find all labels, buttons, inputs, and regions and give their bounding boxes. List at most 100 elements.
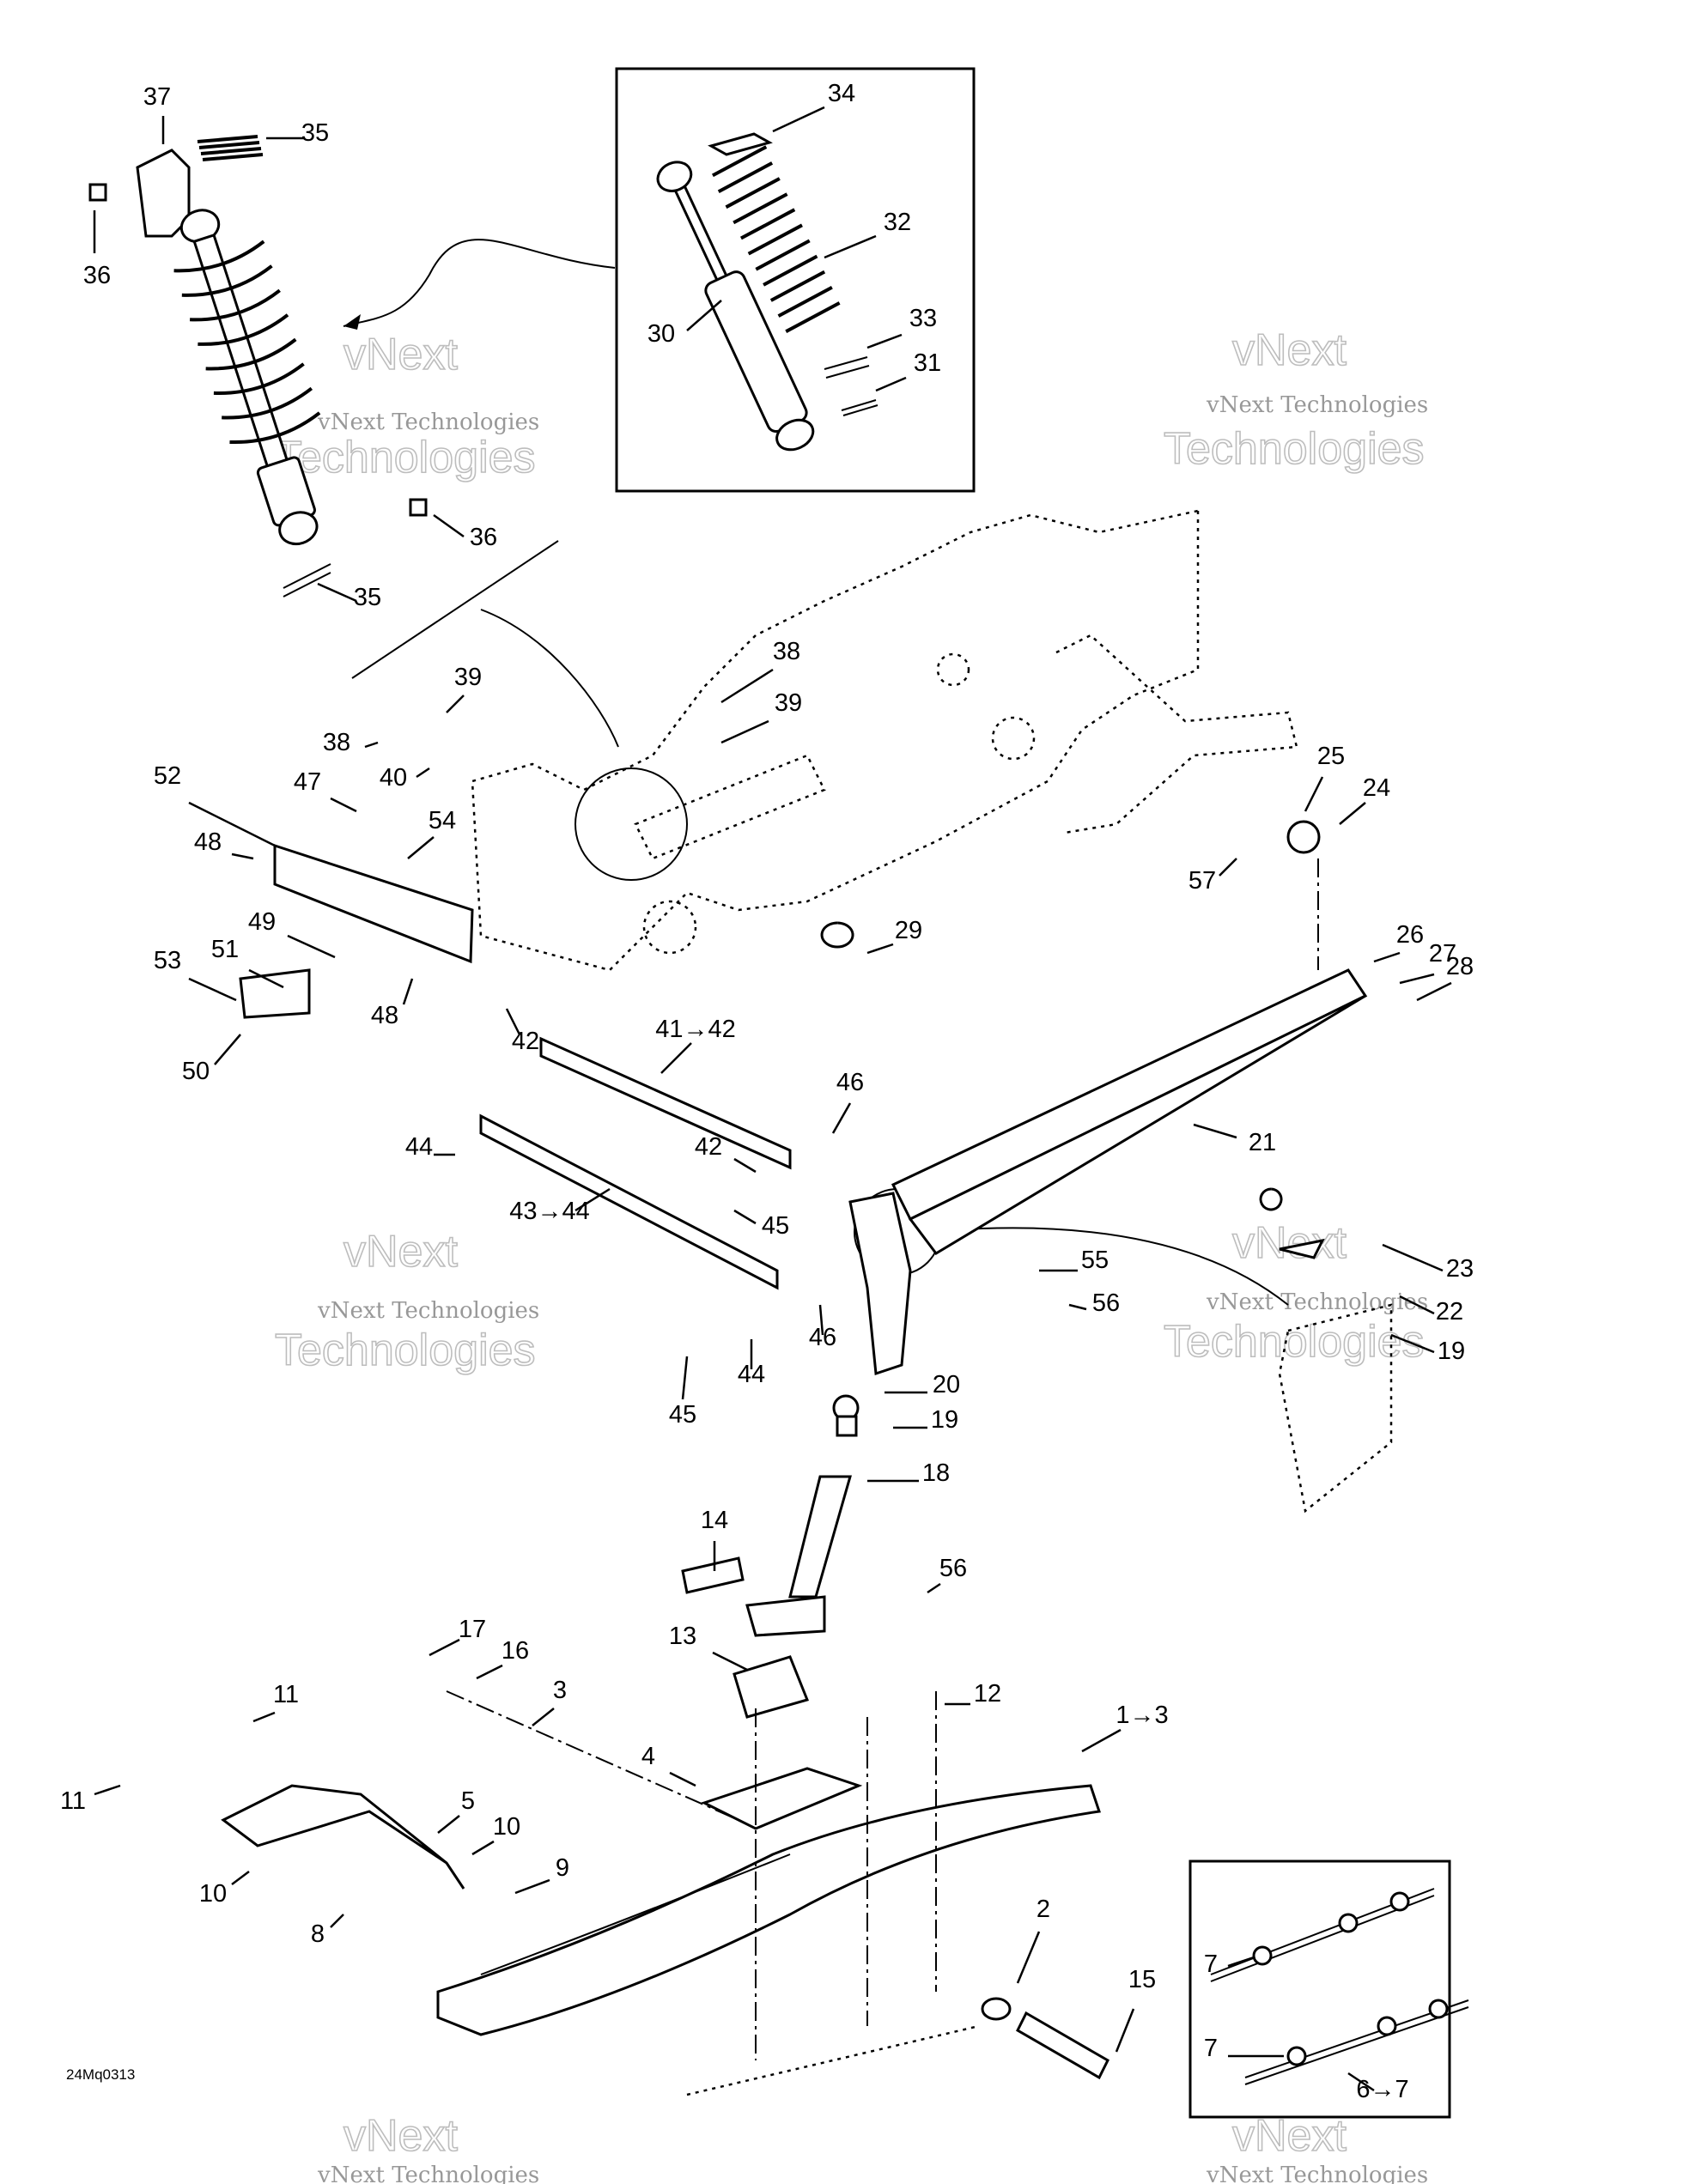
leader-line (402, 978, 414, 1005)
leader-line (1347, 2072, 1375, 2092)
leader-line (824, 234, 877, 259)
watermark-text: vNext Technologies (317, 1298, 539, 1324)
callout-label: 13 (669, 1623, 696, 1650)
leader-line (1304, 776, 1324, 812)
callout-label: 44 (405, 1133, 433, 1161)
leader-line (231, 1871, 250, 1885)
leader-line (1382, 1243, 1444, 1272)
watermark-text: Technologies (275, 433, 536, 482)
chassis-frame (351, 509, 1298, 1306)
callout-label: 44 (738, 1361, 765, 1388)
leader-line (669, 1771, 696, 1787)
leader-line (364, 741, 379, 749)
callout-label: 9 (556, 1854, 569, 1882)
callout-label: 4 (641, 1743, 655, 1770)
callout-label: 38 (323, 729, 350, 756)
watermark: vNext vNext Technologies Technologies (1163, 1217, 1428, 1368)
leader-line (720, 668, 774, 704)
leader-line (94, 1784, 121, 1796)
callout-label: 48 (194, 828, 222, 856)
callout-label: 27 (1429, 940, 1456, 968)
carbide-runner-inset (1188, 1859, 1469, 2119)
leader-line (433, 513, 465, 538)
callout-label: 42 (512, 1028, 539, 1055)
callout-label: 20 (933, 1371, 960, 1398)
leader-line (1219, 858, 1237, 877)
leader-line (712, 1651, 748, 1671)
leader-line (1399, 973, 1435, 985)
watermark-text: vNext (343, 1227, 458, 1277)
leader-line (252, 1711, 276, 1723)
leader-line (330, 797, 357, 813)
leader-line (248, 968, 284, 989)
watermark-text: Technologies (275, 1326, 536, 1375)
leader-line (875, 376, 907, 392)
leader-line (1390, 1333, 1435, 1354)
leader-line (772, 106, 825, 133)
callout-label: 39 (454, 664, 482, 691)
callout-label: 46 (836, 1069, 864, 1096)
callout-label: 34 (828, 80, 855, 107)
callout-label: 14 (701, 1507, 728, 1534)
callout-label: 50 (182, 1058, 210, 1085)
watermark: vNext vNext Technologies Technologies (1163, 325, 1428, 475)
callout-label: 2 (1036, 1896, 1050, 1923)
callout-label: 10 (199, 1880, 227, 1908)
callout-label: 18 (922, 1459, 950, 1487)
callout-label: 10 (493, 1813, 520, 1841)
callout-label: 25 (1317, 743, 1345, 770)
leader-line (214, 1034, 241, 1065)
watermark-text: vNext Technologies (317, 410, 539, 435)
leader-line (1081, 1728, 1122, 1753)
callout-label: 41→42 (655, 1016, 736, 1043)
callout-label: 12 (974, 1680, 1001, 1708)
callout-label: 56 (1092, 1289, 1120, 1317)
leader-line (660, 1042, 692, 1074)
leader-line (416, 767, 430, 779)
watermark-text: vNext (343, 330, 458, 379)
leader-line (476, 1664, 503, 1680)
leader-line (514, 1878, 550, 1895)
callout-label: 37 (143, 83, 171, 111)
leader-line (1399, 1295, 1435, 1315)
leader-line (866, 943, 894, 955)
watermark: vNext vNext Technologies (317, 2110, 539, 2184)
leader-line (1193, 1123, 1237, 1139)
callout-label: 11 (273, 1681, 299, 1708)
leader-line (1416, 981, 1452, 1002)
callout-label: 24 (1363, 774, 1390, 802)
callout-label: 32 (884, 209, 911, 236)
callout-label: 57 (1188, 867, 1216, 895)
leader-line (505, 1008, 521, 1035)
ski-assembly (221, 1556, 1109, 2096)
watermark-text: vNext Technologies (317, 2163, 539, 2184)
callout-label: 33 (909, 305, 937, 332)
leader-line (574, 1187, 611, 1212)
shock-absorber-assembly (88, 135, 428, 598)
callout-label: 55 (1081, 1247, 1109, 1274)
leader-line (681, 1356, 689, 1400)
leader-line (188, 977, 237, 1002)
callout-label: 38 (773, 638, 800, 665)
callout-label: 46 (809, 1324, 836, 1351)
watermark-layer: vNext vNext Technologies Technologies vN… (274, 325, 1428, 2184)
callout-label: 22 (1436, 1298, 1463, 1326)
leader-line (287, 934, 336, 959)
shock-detail-inset (615, 67, 976, 493)
callout-label: 31 (914, 349, 941, 377)
callout-label: 48 (371, 1002, 398, 1029)
callout-label: 16 (502, 1637, 529, 1665)
leader-line (1227, 1956, 1255, 1968)
callout-label: 8 (311, 1920, 325, 1948)
callout-label: 54 (429, 807, 456, 834)
watermark-text: Technologies (1164, 424, 1425, 474)
watermark-text: vNext Technologies (1206, 1289, 1428, 1315)
leader-line (1068, 1303, 1087, 1311)
leader-line (686, 300, 722, 331)
callout-label: 11 (60, 1787, 86, 1815)
callout-label: 45 (762, 1212, 789, 1240)
watermark: vNext vNext Technologies Technologies (274, 1226, 539, 1376)
leader-line (818, 1304, 824, 1336)
callout-label: 56 (939, 1555, 967, 1582)
leader-line (720, 719, 769, 744)
